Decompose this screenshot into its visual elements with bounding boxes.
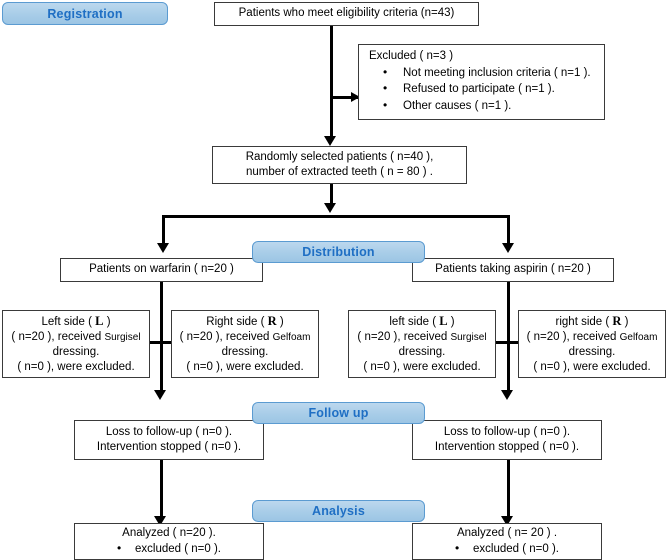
box-aspirin-left-side-line2: dressing. xyxy=(398,346,446,358)
stage-badge-distribution: Distribution xyxy=(252,241,425,263)
arrow-aspirin-to-followup xyxy=(501,390,513,400)
box-aspirin-group: Patients taking aspirin ( n=20 ) xyxy=(412,258,614,282)
box-eligibility-text: Patients who meet eligibility criteria (… xyxy=(238,7,455,20)
box-warfarin-right-side-line3: ( n=0 ), were excluded. xyxy=(186,361,304,374)
arrow-to-aspirin-group xyxy=(502,243,514,253)
box-aspirin-right-side-line2: dressing. xyxy=(568,346,616,358)
connector-aspirin-sub-trunk xyxy=(507,282,510,344)
box-warfarin-right-side-title: Right side ( R ) xyxy=(206,313,284,328)
box-aspirin-group-text: Patients taking aspirin ( n=20 ) xyxy=(435,263,591,276)
box-aspirin-right-side-line3: ( n=0 ), were excluded. xyxy=(533,361,651,374)
box-randomized: Randomly selected patients ( n=40 ), num… xyxy=(212,146,467,184)
box-analysis-right: Analyzed ( n= 20 ) . excluded ( n=0 ). xyxy=(412,523,602,560)
box-analysis-right-line1: Analyzed ( n= 20 ) . xyxy=(456,527,558,540)
stage-badge-distribution-label: Distribution xyxy=(302,245,375,259)
box-warfarin-group-text: Patients on warfarin ( n=20 ) xyxy=(89,263,234,276)
stage-badge-analysis-label: Analysis xyxy=(311,504,366,518)
box-aspirin-right-side: right side ( R ) ( n=20 ), received Gelf… xyxy=(518,310,666,378)
box-analysis-left: Analyzed ( n=20 ). excluded ( n=0 ). xyxy=(74,523,264,560)
arrow-randomized-split xyxy=(324,203,336,213)
box-warfarin-left-side-line1: ( n=20 ), received Surgisel xyxy=(11,330,141,343)
box-excluded: Excluded ( n=3 ) Not meeting inclusion c… xyxy=(358,44,605,120)
connector-warfarin-sub-trunk xyxy=(160,282,163,344)
box-followup-right-line1: Loss to follow-up ( n=0 ). xyxy=(443,425,571,438)
box-warfarin-group: Patients on warfarin ( n=20 ) xyxy=(60,258,263,282)
connector-followup-right-to-analysis xyxy=(507,460,510,520)
arrow-to-excluded xyxy=(351,92,360,102)
connector-distribution-bar xyxy=(162,215,510,218)
arrow-to-warfarin-group xyxy=(157,243,169,253)
box-analysis-left-line2: excluded ( n=0 ). xyxy=(75,540,263,557)
stage-badge-follow-up: Follow up xyxy=(252,402,425,424)
box-randomized-line2: number of extracted teeth ( n = 80 ) . xyxy=(246,166,433,178)
box-randomized-line1: Randomly selected patients ( n=40 ), xyxy=(245,150,434,163)
stage-badge-registration: Registration xyxy=(2,2,168,25)
box-excluded-item: Other causes ( n=1 ). xyxy=(369,97,604,115)
box-warfarin-left-side: Left side ( L ) ( n=20 ), received Surgi… xyxy=(2,310,150,378)
arrow-followup-left-to-analysis xyxy=(154,516,166,526)
box-excluded-item: Not meeting inclusion criteria ( n=1 ). xyxy=(369,64,604,82)
connector-warfarin-to-followup xyxy=(160,344,163,392)
connector-eligibility-trunk xyxy=(330,26,333,140)
box-analysis-right-line2: excluded ( n=0 ). xyxy=(413,540,601,557)
box-aspirin-left-side-line3: ( n=0 ), were excluded. xyxy=(363,361,481,374)
box-followup-right-line2: Intervention stopped ( n=0 ). xyxy=(434,441,580,453)
box-analysis-left-line1: Analyzed ( n=20 ). xyxy=(122,527,216,540)
box-warfarin-right-side-line1: ( n=20 ), received Gelfoam xyxy=(179,330,311,343)
connector-warfarin-sub-bar xyxy=(140,341,180,344)
stage-badge-registration-label: Registration xyxy=(47,6,123,21)
box-followup-left-line1: Loss to follow-up ( n=0 ). xyxy=(105,425,233,438)
box-excluded-list: Not meeting inclusion criteria ( n=1 ). … xyxy=(369,64,604,115)
box-warfarin-right-side-line2: dressing. xyxy=(221,346,269,358)
connector-randomized-trunk xyxy=(330,184,333,207)
stage-badge-follow-up-label: Follow up xyxy=(308,406,369,420)
box-warfarin-left-side-line2: dressing. xyxy=(52,346,100,358)
box-followup-right: Loss to follow-up ( n=0 ). Intervention … xyxy=(412,420,602,460)
box-aspirin-left-side-title: left side ( L ) xyxy=(389,313,455,328)
stage-badge-analysis: Analysis xyxy=(252,500,425,522)
box-aspirin-right-side-line1: ( n=20 ), received Gelfoam xyxy=(526,330,658,343)
connector-aspirin-sub-bar xyxy=(487,341,527,344)
box-followup-left-line2: Intervention stopped ( n=0 ). xyxy=(96,441,242,453)
box-excluded-heading: Excluded ( n=3 ) xyxy=(369,50,454,63)
arrow-warfarin-to-followup xyxy=(154,390,166,400)
arrow-followup-right-to-analysis xyxy=(501,516,513,526)
box-warfarin-left-side-title: Left side ( L ) xyxy=(41,313,111,328)
box-eligibility: Patients who meet eligibility criteria (… xyxy=(214,2,479,26)
box-followup-left: Loss to follow-up ( n=0 ). Intervention … xyxy=(74,420,264,460)
box-aspirin-right-side-title: right side ( R ) xyxy=(555,313,629,328)
connector-distribution-left-drop xyxy=(162,215,165,245)
connector-followup-left-to-analysis xyxy=(160,460,163,520)
connector-to-excluded xyxy=(330,96,358,99)
box-aspirin-left-side-line1: ( n=20 ), received Surgisel xyxy=(357,330,487,343)
box-warfarin-left-side-line3: ( n=0 ), were excluded. xyxy=(17,361,135,374)
box-warfarin-right-side: Right side ( R ) ( n=20 ), received Gelf… xyxy=(171,310,319,378)
box-excluded-item: Refused to participate ( n=1 ). xyxy=(369,80,604,98)
connector-aspirin-to-followup xyxy=(507,344,510,392)
arrow-eligibility-to-randomized xyxy=(324,136,336,146)
connector-distribution-right-drop xyxy=(507,215,510,245)
box-aspirin-left-side: left side ( L ) ( n=20 ), received Surgi… xyxy=(348,310,496,378)
